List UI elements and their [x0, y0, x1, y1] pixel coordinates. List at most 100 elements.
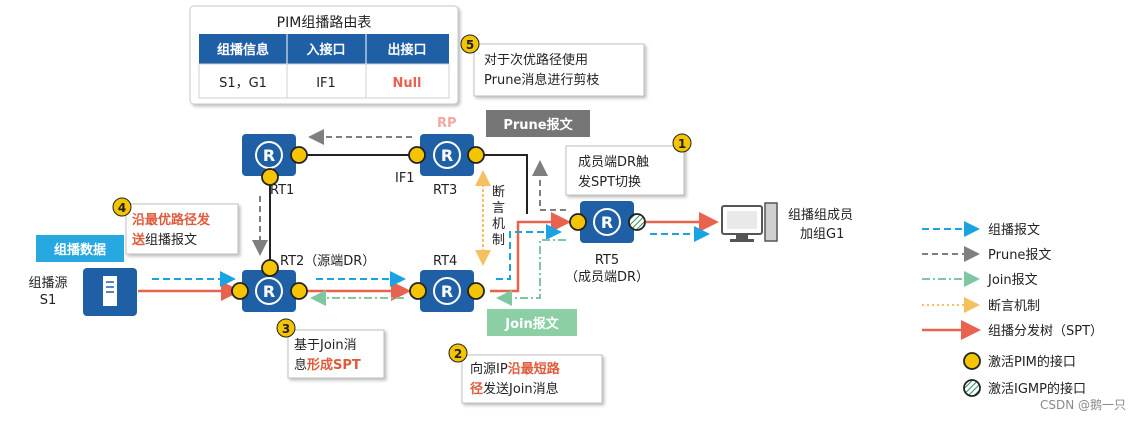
legend-pim-label: 激活PIM的接口 — [988, 354, 1076, 370]
step-1-number: 1 — [678, 137, 686, 151]
prune-tag-label: Prune报文 — [503, 117, 573, 133]
legend-igmp-label: 激活IGMP的接口 — [988, 381, 1086, 397]
router-glyph: R — [601, 213, 613, 232]
router-rt4: R — [420, 270, 474, 312]
svg-text:沿最优路径发: 沿最优路径发 — [132, 212, 211, 228]
step-4-highlight-end: 送 — [131, 232, 146, 248]
legend-assert-label: 断言机制 — [988, 299, 1040, 314]
router-glyph: R — [263, 282, 275, 301]
router-rt5: R — [580, 201, 634, 243]
rt5-label: RT5 — [595, 253, 619, 268]
member-pc-icon — [721, 202, 778, 242]
rt3-label: RT3 — [433, 183, 457, 198]
table-header-in: 入接口 — [306, 42, 345, 58]
table-cell-info: S1，G1 — [219, 76, 267, 91]
rt4-label: RT4 — [433, 254, 457, 269]
step-2-highlight-end: 径 — [470, 381, 483, 397]
table-header-info: 组播信息 — [217, 42, 269, 58]
pim-interface-dot — [261, 168, 279, 186]
table-cell-in: IF1 — [316, 76, 336, 91]
step-5-callout: 对于次优路径使用 Prune消息进行剪枝 5 — [460, 34, 645, 97]
table-header-out: 出接口 — [387, 42, 426, 58]
router-glyph: R — [441, 146, 453, 165]
multicast-data-tag-label: 组播数据 — [54, 242, 106, 258]
step-2-text-end: 发送Join消息 — [483, 381, 559, 397]
source-id-label: S1 — [40, 293, 57, 308]
assert-vertical-label: 断 言 机 制 — [492, 185, 505, 248]
svg-text:基于Join消: 基于Join消 — [294, 338, 357, 353]
router-rt3: R — [420, 134, 474, 176]
step-5-line2: Prune消息进行剪枝 — [484, 72, 599, 88]
step-1-line1: 成员端DR触 — [578, 155, 649, 170]
pim-interface-dot — [290, 146, 308, 164]
step-4-highlight: 沿最优路径发 — [132, 212, 211, 228]
step-1-line2: 发SPT切换 — [578, 174, 641, 190]
join-tag-label: Join报文 — [504, 316, 559, 332]
pim-interface-dot — [409, 282, 427, 300]
assert-char: 制 — [492, 233, 505, 248]
legend-pim-dot — [963, 352, 981, 370]
pim-interface-dot — [467, 146, 485, 164]
step-1-callout: 成员端DR触 发SPT切换 1 — [565, 133, 692, 196]
step-3-number: 3 — [282, 322, 290, 336]
watermark: CSDN @鹅一只 — [1040, 398, 1126, 412]
svg-text:径发送Join消息: 径发送Join消息 — [470, 381, 559, 397]
legend-mcast-label: 组播报文 — [988, 223, 1040, 238]
prune-arrows — [252, 129, 566, 256]
source-label: 组播源 — [28, 276, 67, 291]
rt1-label: RT1 — [270, 183, 294, 198]
pim-interfaces — [231, 146, 587, 300]
step-3-text-end: 息 — [294, 357, 307, 373]
step-3-text: 基于Join消 — [294, 338, 357, 353]
igmp-interface-dot — [628, 213, 646, 231]
pim-interface-dot — [231, 282, 249, 300]
assert-char: 断 — [492, 185, 505, 200]
if1-label: IF1 — [395, 171, 415, 186]
join-tag: Join报文 — [487, 309, 577, 336]
pim-interface-dot — [467, 282, 485, 300]
pim-interface-dot — [261, 259, 279, 277]
router-glyph: R — [263, 146, 275, 165]
step-2-number: 2 — [454, 347, 462, 361]
router-rt1: R — [242, 134, 296, 176]
rt5-role-label: （成员端DR） — [565, 270, 649, 285]
pim-interface-dot — [290, 282, 308, 300]
prune-tag: Prune报文 — [486, 110, 590, 137]
pim-interface-dot — [569, 213, 587, 231]
pim-interface-dot — [408, 146, 426, 164]
member-label: 组播组成员 — [788, 208, 853, 223]
svg-text:息形成SPT: 息形成SPT — [294, 357, 361, 373]
pim-route-table: PIM组播路由表 组播信息 入接口 出接口 S1，G1 IF1 Null — [189, 5, 459, 105]
multicast-arrows — [152, 224, 710, 287]
step-3-highlight: 形成SPT — [307, 357, 361, 373]
assert-char: 言 — [492, 201, 505, 216]
legend-prune-label: Prune报文 — [988, 248, 1051, 263]
step-5-line1: 对于次优路径使用 — [484, 52, 588, 68]
source-server-icon — [83, 268, 137, 316]
network-links — [269, 154, 528, 268]
legend: 组播报文 Prune报文 Join报文 断言机制 组播分发树（SPT） 激活PI… — [922, 221, 1103, 397]
legend-igmp-dot — [963, 379, 981, 397]
step-4-text: 组播报文 — [145, 233, 197, 248]
step-4-number: 4 — [118, 201, 126, 215]
router-glyph: R — [441, 282, 453, 301]
step-2-callout: 向源IP沿最短路 径发送Join消息 2 — [448, 343, 603, 404]
step-3-callout: 基于Join消 息形成SPT 3 — [276, 318, 385, 379]
legend-join-label: Join报文 — [987, 273, 1038, 288]
svg-text:向源IP沿最短路: 向源IP沿最短路 — [470, 361, 561, 377]
router-rt2: R — [242, 270, 296, 312]
rt2-label: RT2（源端DR） — [280, 254, 375, 269]
legend-tree-label: 组播分发树（SPT） — [988, 323, 1103, 339]
step-2-highlight: 沿最短路 — [508, 361, 561, 377]
step-2-text: 向源IP — [470, 361, 508, 377]
step-4-callout: 沿最优路径发 送组播报文 4 — [112, 197, 239, 255]
svg-text:送组播报文: 送组播报文 — [131, 232, 197, 248]
member-group-label: 加组G1 — [800, 227, 844, 242]
rp-label: RP — [437, 116, 457, 131]
multicast-data-tag: 组播数据 — [36, 235, 124, 262]
assert-char: 机 — [492, 217, 505, 232]
join-arrows — [310, 239, 566, 306]
table-title: PIM组播路由表 — [277, 15, 372, 31]
table-cell-out: Null — [392, 76, 421, 91]
